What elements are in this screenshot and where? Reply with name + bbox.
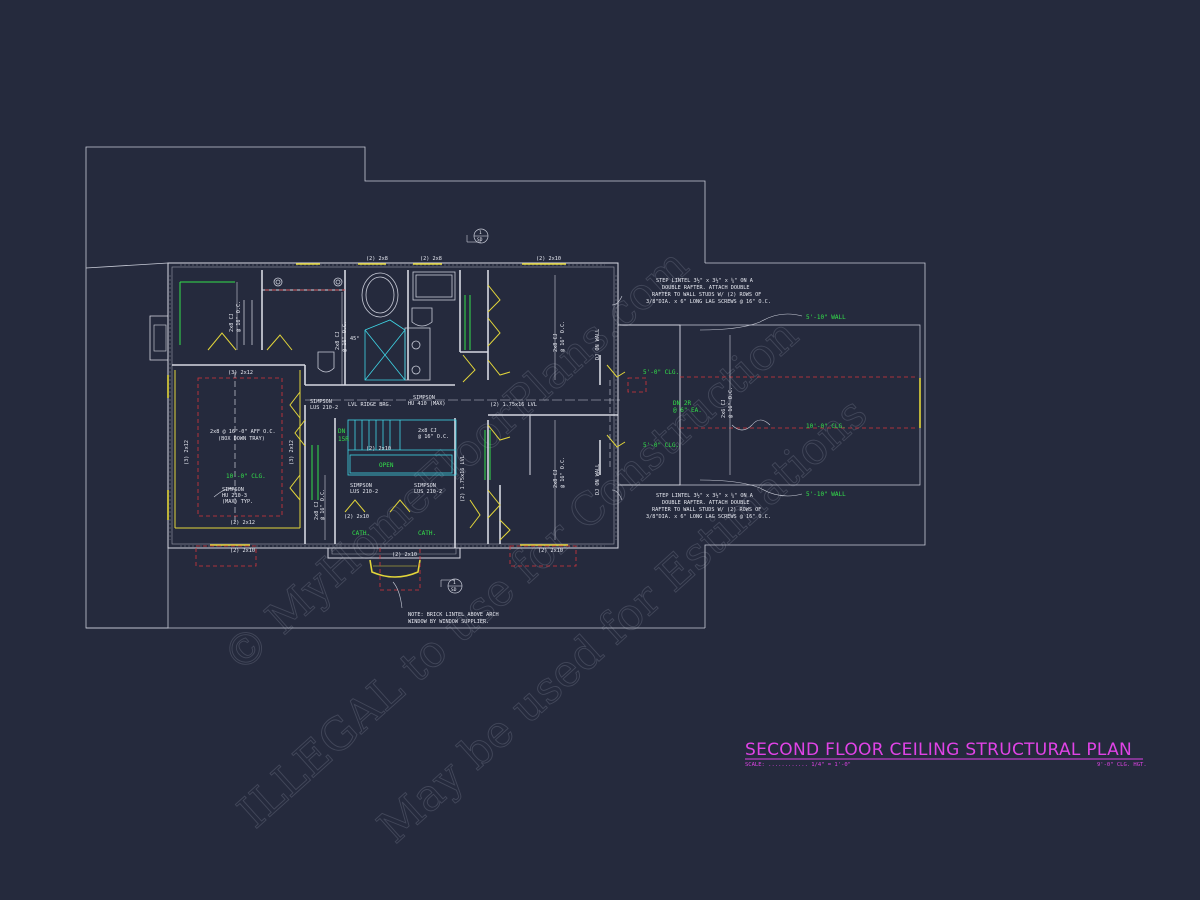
cj-right-top-label: 2x8 CJ (553, 333, 559, 352)
header-label-2x12-bottom: (2) 2x12 (230, 520, 255, 526)
section-marker-top-sheet: SD (477, 237, 483, 243)
cath-b-label: CATH. (418, 530, 436, 537)
lintel-top-line-1: STEP LINTEL 3½" x 3½" x ¼" ON A (656, 277, 754, 284)
structural-notes: 2x8 CJ @ 16" O.C. 45° 2x8 @ 16"-0" AFF O… (210, 277, 846, 625)
leader-lines (213, 295, 803, 609)
ceiling-height-label: 9'-0" CLG. HGT. (1097, 762, 1147, 768)
title-block: SECOND FLOOR CEILING STRUCTURAL PLAN SCA… (745, 740, 1147, 768)
wall-hatch (169, 264, 617, 547)
header-label-2x8-a: (2) 2x8 (366, 256, 388, 262)
lintel-bot-line-2: DOUBLE RAFTER. ATTACH DOUBLE (662, 500, 749, 506)
dn-risers-label: 15R (338, 436, 349, 443)
ceiling-joist-labels: 2x8 CJ @ 16" O.C. 2x8 CJ @ 16" O.C. 2x8 … (229, 301, 734, 520)
cj-left-label: 2x8 CJ (314, 501, 320, 520)
lintel-top-line-4: 3/8"DIA. x 6" LONG LAG SCREWS @ 16" O.C. (646, 299, 771, 305)
header-labels: (2) 2x8 (2) 2x8 (2) 2x10 (3) 2x12 (2) 2x… (184, 256, 563, 558)
simpson-lus-c-label: SIMPSON (414, 483, 436, 489)
header-label-2x12-left: (3) 2x12 (184, 440, 190, 465)
dj-bot-label: DJ ON WALL (595, 464, 601, 495)
header-label-2x10-bot-right: (2) 2x10 (538, 548, 563, 554)
cj-right-bot-oc-label: @ 16" O.C. (560, 457, 566, 488)
tray-joist-label: 2x8 @ 16"-0" AFF O.C. (210, 429, 276, 435)
lintel-bot-line-3: RAFTER TO WALL STUDS W/ (2) ROWS OF (652, 507, 761, 513)
header-label-2x10-bot-mid: (2) 2x10 (392, 552, 417, 558)
cj-stair-label: 2x8 CJ (418, 428, 437, 434)
section-marker-top-number: 1 (479, 230, 482, 236)
lvl-ridge-label: LVL RIDGE BRG. (348, 402, 392, 408)
lintel-bot-line-1: STEP LINTEL 3½" x 3½" x ¼" ON A (656, 492, 754, 499)
simpson-lus-b-model: LUS 210-2 (350, 489, 378, 495)
header-label-2x12-right: (3) 2x12 (289, 440, 295, 465)
simpson-hu-label: SIMPSON (222, 487, 244, 493)
window-headers (167, 263, 921, 578)
note-line-1: NOTE: BRICK LINTEL ABOVE ARCH (408, 612, 499, 618)
simpson-lus-a-label: SIMPSON (310, 399, 332, 405)
simpson-hu-model: HU 210-3 (222, 493, 247, 499)
section-marker-bottom: 1 SD (440, 578, 463, 594)
dn-2r-spacing: @ 6" EA. (673, 407, 702, 414)
cj-right-bot-label: 2x8 CJ (553, 469, 559, 488)
header-label-2x10-stair: (2) 2x10 (366, 446, 391, 452)
bath-fixtures (243, 271, 456, 381)
joist-span-lines (234, 275, 731, 540)
shower-enclosure (364, 319, 406, 381)
cj-bed1-label: 2x8 CJ (229, 313, 235, 332)
simpson-hu-ridge-label: SIMPSON (413, 395, 435, 401)
simpson-lus-b-label: SIMPSON (350, 483, 372, 489)
simpson-hu-note: (MAX) TYP. (222, 499, 253, 505)
dj-top-label: DJ ON WALL (595, 329, 601, 360)
tray-box-label: (BOX DOWN TRAY) (218, 436, 265, 442)
cj-stair-oc-label: @ 16" O.C. (418, 434, 449, 440)
lintel-top-line-3: RAFTER TO WALL STUDS W/ (2) ROWS OF (652, 292, 761, 298)
cj-right-top-oc-label: @ 16" O.C. (560, 321, 566, 352)
cj-bath-label: 2x8 CJ (335, 331, 341, 350)
clg-5b-label: 5'-0" CLG. (643, 442, 679, 449)
header-label-2x10-top: (2) 2x10 (536, 256, 561, 262)
dn-2r-label: DN 2R (673, 400, 691, 407)
header-label-2x10-stair2: (2) 2x10 (344, 514, 369, 520)
simpson-lus-c-model: LUS 210-2 (414, 489, 442, 495)
cj-left-oc-label: @ 16" O.C. (320, 489, 326, 520)
section-marker-bottom-sheet: SD (451, 587, 457, 593)
scale-label: SCALE: ............ 1/4" = 1'-0" (745, 762, 851, 768)
clg-10-label: 10'-0" CLG. (806, 423, 846, 430)
red-dashed-outlines (195, 289, 915, 591)
drawing-title: SECOND FLOOR CEILING STRUCTURAL PLAN (745, 740, 1132, 760)
tray-clg-label: 10'-0" CLG. (226, 473, 266, 480)
cj-bed1-oc-label: @ 16" O.C. (236, 301, 242, 332)
cj-bonus-label: 2x6 CJ (721, 399, 727, 418)
angle-label: 45° (350, 336, 359, 342)
doors (207, 284, 626, 541)
header-label-2x8-b: (2) 2x8 (420, 256, 442, 262)
lvl-beam2-label: (2) 1.75x16 LVL (490, 402, 537, 408)
stair-treads (347, 419, 457, 476)
simpson-lus-a-model: LUS 210-2 (310, 405, 338, 411)
exterior-walls (149, 262, 681, 559)
wall-5a-label: 5'-10" WALL (806, 314, 846, 321)
lintel-bot-line-4: 3/8"DIA. x 6" LONG LAG SCREWS @ 16" O.C. (646, 514, 771, 520)
lvl-beam-label: (2) 1.75x16 LVL (460, 455, 466, 502)
note-line-2: WINDOW BY WINDOW SUPPLIER. (408, 619, 489, 625)
header-label-2x10-bot-left: (2) 2x10 (230, 548, 255, 554)
clg-5a-label: 5'-0" CLG. (643, 369, 679, 376)
header-label-2x12: (3) 2x12 (228, 370, 253, 376)
simpson-hu-ridge-model: HU 410 (MAX) (408, 401, 445, 407)
open-label: OPEN (379, 462, 394, 469)
green-lines (179, 281, 491, 500)
lintel-top-line-2: DOUBLE RAFTER. ATTACH DOUBLE (662, 285, 749, 291)
section-marker-top: 1 SD (466, 228, 489, 244)
cath-a-label: CATH. (352, 530, 370, 537)
wall-5b-label: 5'-10" WALL (806, 491, 846, 498)
cj-bonus-oc-label: @ 16" O.C. (728, 387, 734, 418)
section-marker-bottom-number: 1 (453, 580, 456, 586)
cj-bath-oc-label: @ 16" O.C. (342, 321, 348, 352)
dn-label: DN (338, 428, 346, 435)
